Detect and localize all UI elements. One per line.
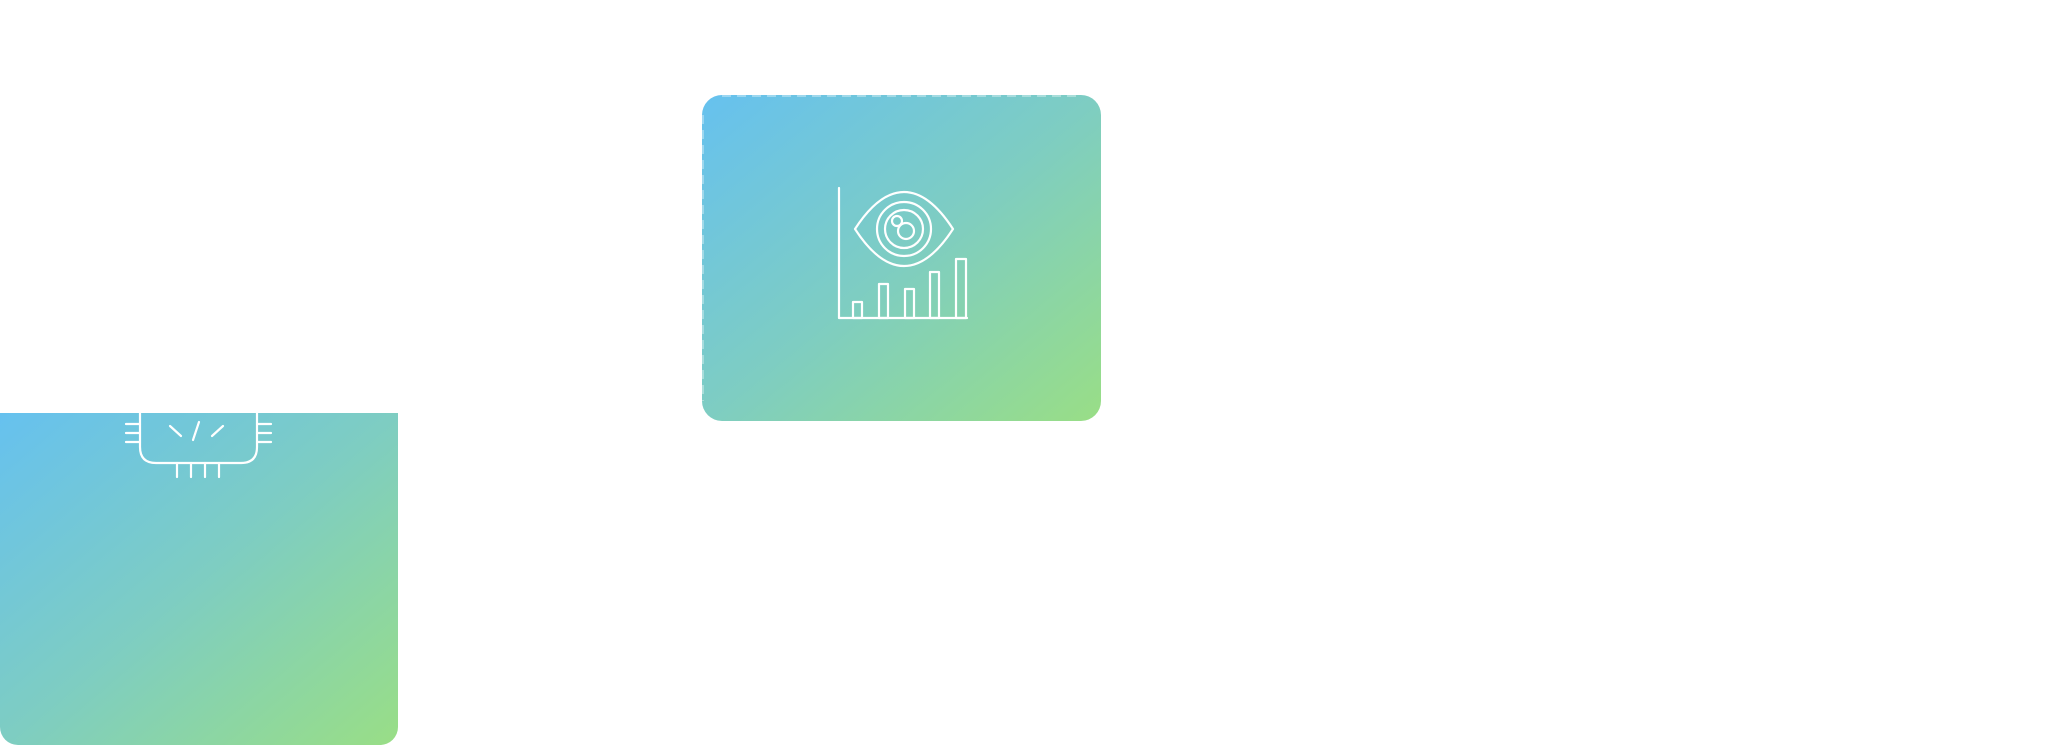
- analytics-tile[interactable]: [702, 95, 1101, 421]
- code-chip-icon: [124, 413, 273, 479]
- eye-bar-chart-icon: [837, 186, 969, 320]
- chip-tile-background: [0, 413, 398, 745]
- analytics-tile-background: [702, 95, 1101, 421]
- chip-tile[interactable]: [0, 413, 398, 745]
